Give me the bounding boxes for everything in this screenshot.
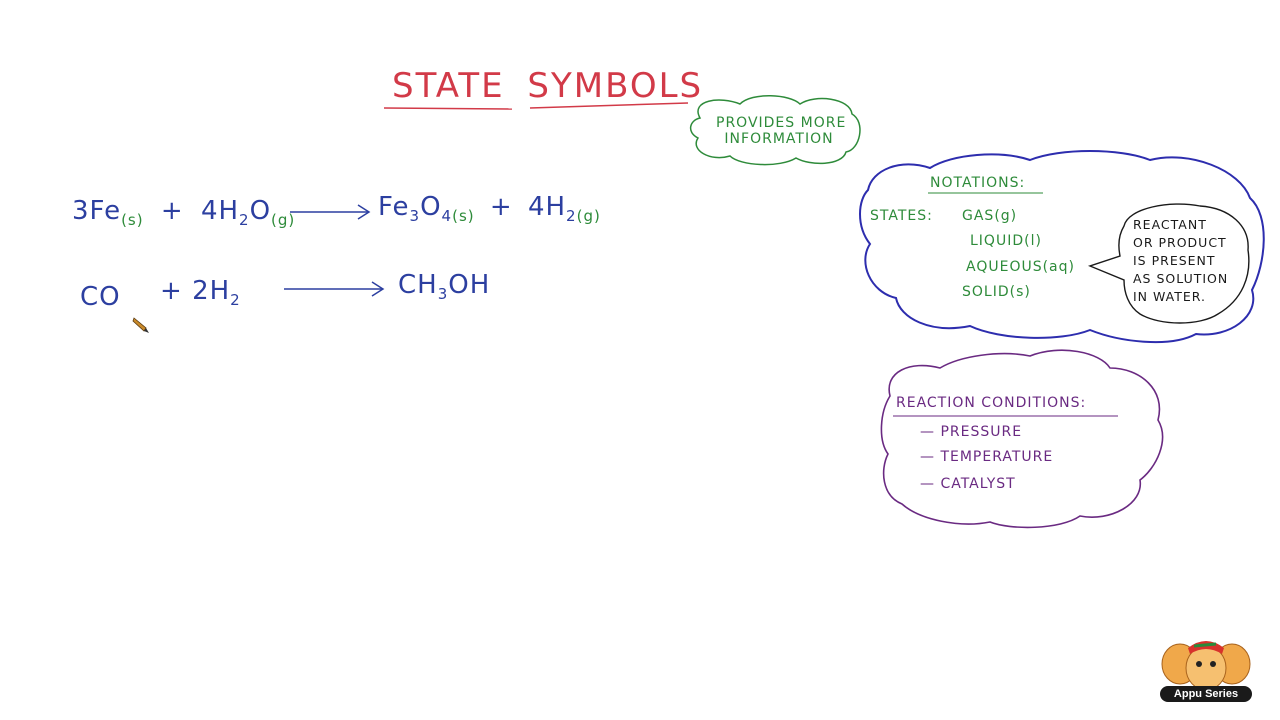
eq2-h2: 2H — [192, 276, 231, 306]
eq1-water-o: O — [249, 196, 272, 226]
eq1-product-state-solid: (s) — [452, 207, 475, 225]
notation-gas: GAS(g) — [962, 208, 1018, 224]
eq1-o-sub: 4 — [441, 207, 453, 226]
eq2-ch-sub: 3 — [437, 285, 449, 304]
aqueous-line-5: IN WATER. — [1133, 289, 1207, 304]
eq1-fe-sub: 3 — [409, 207, 421, 226]
title-underline-symbols — [529, 102, 689, 109]
eq1-h2-sub: 2 — [566, 207, 577, 226]
eq2-h2-sub: 2 — [230, 291, 241, 310]
eq1-water-sub: 2 — [239, 211, 250, 230]
aqueous-line-3: IS PRESENT — [1133, 253, 1216, 268]
eq2-product: CH3OH — [398, 270, 490, 303]
notations-states-label: STATES: — [870, 208, 933, 224]
notation-liquid: LIQUID(l) — [970, 233, 1042, 249]
provides-bubble-outline — [689, 95, 861, 166]
page-title: STATE SYMBOLS — [392, 66, 703, 106]
title-underline-state — [383, 107, 513, 110]
logo-banner: Appu Series — [1160, 686, 1252, 702]
aqueous-bubble-outline — [1087, 203, 1250, 324]
aqueous-line-4: AS SOLUTION — [1133, 271, 1229, 286]
eq1-product-o: O — [420, 192, 442, 222]
conditions-cloud-outline — [880, 349, 1164, 529]
notation-solid: SOLID(s) — [962, 284, 1031, 300]
elephant-mascot-icon — [1161, 641, 1251, 691]
eq2-reactant-h2: + 2H2 — [160, 276, 241, 309]
equation-1-products: Fe3O4(s) + 4H2(g) — [378, 192, 601, 225]
eq1-state-solid: (s) — [121, 211, 144, 229]
eq1-product-fe: Fe — [378, 192, 410, 222]
appu-series-logo: Appu Series — [1158, 634, 1254, 704]
title-word-symbols: SYMBOLS — [527, 66, 704, 106]
arrow-equation-1 — [290, 204, 371, 220]
eq1-product-h2: 4H — [527, 192, 567, 222]
aqueous-line-1: REACTANT — [1133, 217, 1207, 232]
eq1-state-gas: (g) — [271, 211, 296, 229]
provides-line-2: INFORMATION — [724, 131, 834, 147]
equation-1: 3Fe(s) + 4H2O(g) — [72, 196, 295, 229]
eq1-plus: + — [160, 196, 184, 226]
pencil-icon — [132, 317, 149, 333]
condition-catalyst: — CATALYST — [920, 476, 1016, 492]
notations-heading: NOTATIONS: — [930, 175, 1026, 191]
provides-bubble-text: PROVIDES MORE INFORMATION — [716, 115, 847, 147]
title-word-state: STATE — [392, 66, 505, 106]
eq2-oh: OH — [448, 270, 491, 300]
provides-line-1: PROVIDES MORE — [716, 115, 847, 131]
arrow-equation-2 — [284, 281, 385, 297]
condition-temperature: — TEMPERATURE — [920, 449, 1054, 465]
eq2-plus: + — [160, 276, 183, 306]
aqueous-line-2: OR PRODUCT — [1133, 235, 1227, 250]
condition-pressure: — PRESSURE — [920, 424, 1023, 440]
eq2-reactant-co: CO — [80, 282, 121, 312]
eq1-product-state-gas: (g) — [576, 207, 601, 225]
eq2-ch: CH — [398, 270, 438, 300]
notations-cloud-outline — [859, 150, 1265, 344]
notation-aqueous: AQUEOUS(aq) — [966, 259, 1075, 275]
eq1-plus-2: + — [489, 192, 513, 222]
eq1-reactant-fe: 3Fe — [72, 196, 122, 226]
eq1-reactant-water: 4H — [200, 196, 240, 226]
aqueous-bubble-text: REACTANT OR PRODUCT IS PRESENT AS SOLUTI… — [1133, 216, 1228, 306]
conditions-heading: REACTION CONDITIONS: — [896, 395, 1087, 411]
